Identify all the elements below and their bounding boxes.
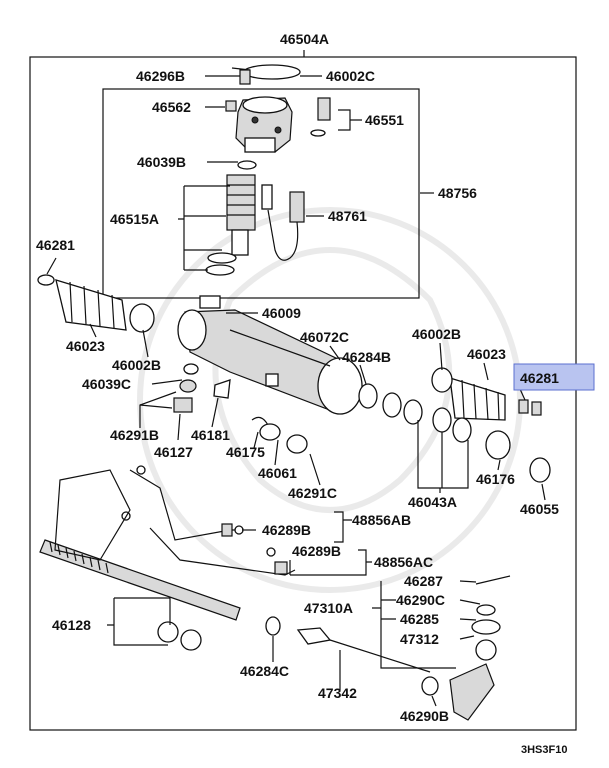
part-labels: 46504A 46296B 46002C 46562 46551 46039B … <box>36 31 567 756</box>
label-46291C: 46291C <box>288 485 337 501</box>
label-46176: 46176 <box>476 471 515 487</box>
label-46175: 46175 <box>226 444 265 460</box>
plug-part <box>225 100 237 112</box>
label-46281-right: 46281 <box>520 370 559 386</box>
label-48761: 48761 <box>328 208 367 224</box>
label-46181: 46181 <box>191 427 230 443</box>
highlight-box <box>513 363 595 391</box>
label-46285: 46285 <box>400 611 439 627</box>
label-46002C: 46002C <box>326 68 375 84</box>
control-valve-part <box>310 97 331 137</box>
label-46127: 46127 <box>154 444 193 460</box>
label-48756: 48756 <box>438 185 477 201</box>
right-boot-part <box>449 377 506 421</box>
leader-lines <box>46 50 546 707</box>
label-46002B-left: 46002B <box>112 357 161 373</box>
tie-rod-part <box>296 627 439 696</box>
label-46504A: 46504A <box>280 31 329 47</box>
label-46284C: 46284C <box>240 663 289 679</box>
diagram-code: 3HS3F10 <box>521 744 567 756</box>
rack-guide-parts <box>173 363 308 454</box>
solenoid-part <box>261 184 305 261</box>
label-46055: 46055 <box>520 501 559 517</box>
pressure-pipe-part <box>121 465 296 576</box>
valve-body-part <box>235 96 293 153</box>
label-46290B: 46290B <box>400 708 449 724</box>
assembly-frame <box>29 56 577 731</box>
valve-shaft-part <box>205 160 257 276</box>
label-46023-left: 46023 <box>66 338 105 354</box>
label-47310A: 47310A <box>304 600 353 616</box>
label-46061: 46061 <box>258 465 297 481</box>
right-end-clip-part <box>518 399 542 416</box>
label-46072C: 46072C <box>300 329 349 345</box>
seal-rings-part <box>358 383 551 483</box>
rack-bushing-part <box>157 621 202 651</box>
left-boot-clamp-part <box>129 303 155 333</box>
label-46551: 46551 <box>365 112 404 128</box>
label-46023-right: 46023 <box>467 346 506 362</box>
label-47342: 47342 <box>318 685 357 701</box>
label-46039B: 46039B <box>137 154 186 170</box>
label-46287: 46287 <box>404 573 443 589</box>
label-46290C: 46290C <box>396 592 445 608</box>
label-46128: 46128 <box>52 617 91 633</box>
tie-rod-end-part <box>449 575 511 721</box>
label-46289B-b: 46289B <box>292 543 341 559</box>
label-46281-left: 46281 <box>36 237 75 253</box>
label-48856AC: 48856AC <box>374 554 433 570</box>
label-46296B: 46296B <box>136 68 185 84</box>
valve-subassembly-frame <box>102 88 420 299</box>
label-46002B-right: 46002B <box>412 326 461 342</box>
label-47312: 47312 <box>400 631 439 647</box>
label-46562: 46562 <box>152 99 191 115</box>
label-46039C: 46039C <box>82 376 131 392</box>
label-46289B-a: 46289B <box>262 522 311 538</box>
left-boot-part <box>37 274 127 331</box>
label-46043A: 46043A <box>408 494 457 510</box>
label-46009: 46009 <box>262 305 301 321</box>
clamp-part <box>231 64 301 85</box>
washer-part <box>265 616 281 636</box>
rack-bar-part <box>39 469 241 621</box>
label-48856AB: 48856AB <box>352 512 411 528</box>
label-46515A: 46515A <box>110 211 159 227</box>
right-boot-clamp-part <box>431 367 453 393</box>
label-46284B: 46284B <box>342 349 391 365</box>
rack-housing-part <box>177 295 363 415</box>
label-46291B: 46291B <box>110 427 159 443</box>
